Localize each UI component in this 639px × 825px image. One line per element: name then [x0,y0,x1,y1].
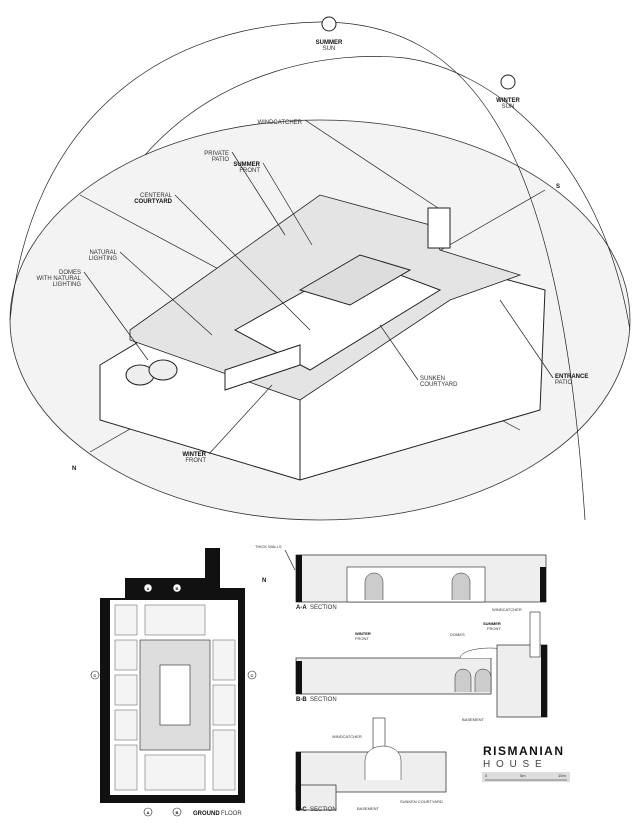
south-label: S [556,184,560,190]
bb-windcatcher-label: WINDCATCHER [492,607,522,612]
scale-5m: 5m [520,773,526,778]
summer-sun-icon [321,16,337,32]
svg-text:PATIO: PATIO [212,157,229,163]
scale-bar [482,772,570,782]
marker-a-bottom: A [147,810,150,815]
svg-text:FRONT: FRONT [487,626,501,631]
cc-windcatcher-label: WINDCATCHER [332,734,362,739]
sunken-courtyard-label: SUNKEN [420,376,445,382]
svg-text:COURTYARD: COURTYARD [420,382,458,388]
svg-text:COURTYARD: COURTYARD [134,199,172,205]
cc-basement-label: BASEMENT [357,806,380,811]
section-cc [295,717,447,811]
svg-text:SECTION: SECTION [310,807,337,813]
summer-front-label: SUMMER [233,162,260,168]
svg-text:LIGHTING: LIGHTING [53,282,82,288]
svg-text:FRONT: FRONT [355,636,369,641]
svg-text:FLOOR: FLOOR [221,811,242,817]
title-rismanian: RISMANIAN [483,744,565,758]
bb-section-title: B-B [296,697,307,703]
bb-winter-front-label: WINTER [355,631,371,636]
summer-sun-sub: SUN [323,46,336,52]
aa-section-title: A-A [296,605,307,611]
svg-text:SECTION: SECTION [310,697,337,703]
svg-text:LIGHTING: LIGHTING [89,256,118,262]
cc-section-title: C-C [296,807,307,813]
summer-sun-arc [9,21,586,521]
bb-basement-label: BASEMENT [462,717,485,722]
plan-north-arrow: N [262,578,266,584]
windcatcher-label: WINDCATCHER [257,120,302,126]
marker-b-top: B [176,586,179,591]
svg-text:FRONT: FRONT [239,168,260,174]
north-label: N [72,466,76,472]
private-patio-label: PRIVATE [204,151,229,157]
ground-floor-plan [100,548,245,803]
thick-walls-label: THICK WALLS [255,544,282,549]
entrance-patio-label: ENTRANCE [555,374,588,380]
section-bb [295,611,548,718]
marker-a-top: A [147,586,150,591]
winter-sun-label: WINTER [496,98,520,104]
bb-domes-label: DOMES [450,632,465,637]
marker-b-bottom: B [176,810,179,815]
axonometric-building [99,194,546,481]
domes-label: DOMES [59,270,81,276]
winter-sun-icon [500,74,516,90]
summer-sun-label: SUMMER [316,40,343,46]
natural-lighting-label: NATURAL [89,250,117,256]
scale-0: 0 [485,773,488,778]
scale-10m: 10m [558,773,566,778]
marker-c-left: C [94,673,97,678]
title-block: RISMANIAN H O U S E 0 5m 10m [482,744,570,782]
svg-text:FRONT: FRONT [185,458,206,464]
central-courtyard-label: CENTERAL [140,193,173,199]
marker-c-right: C [251,673,254,678]
section-aa [295,554,547,603]
title-house: H O U S E [483,759,543,770]
cc-sunken-courtyard-label: SUNKEN COURTYARD [400,799,443,804]
winter-sun-arc [144,56,631,331]
winter-front-label: WINTER [182,452,206,458]
winter-sun-sub: SUN [502,104,515,110]
bb-summer-front-label: SUMMER [483,621,501,626]
svg-text:SECTION: SECTION [310,605,337,611]
axonometric-labels: WINDCATCHER PRIVATE PATIO SUMMER FRONT C… [36,119,588,464]
section-markers: A B A B C C [90,583,257,817]
svg-text:PATIO: PATIO [555,380,572,386]
ground-floor-title: GROUND [193,811,220,817]
svg-text:WITH NATURAL: WITH NATURAL [36,276,81,282]
